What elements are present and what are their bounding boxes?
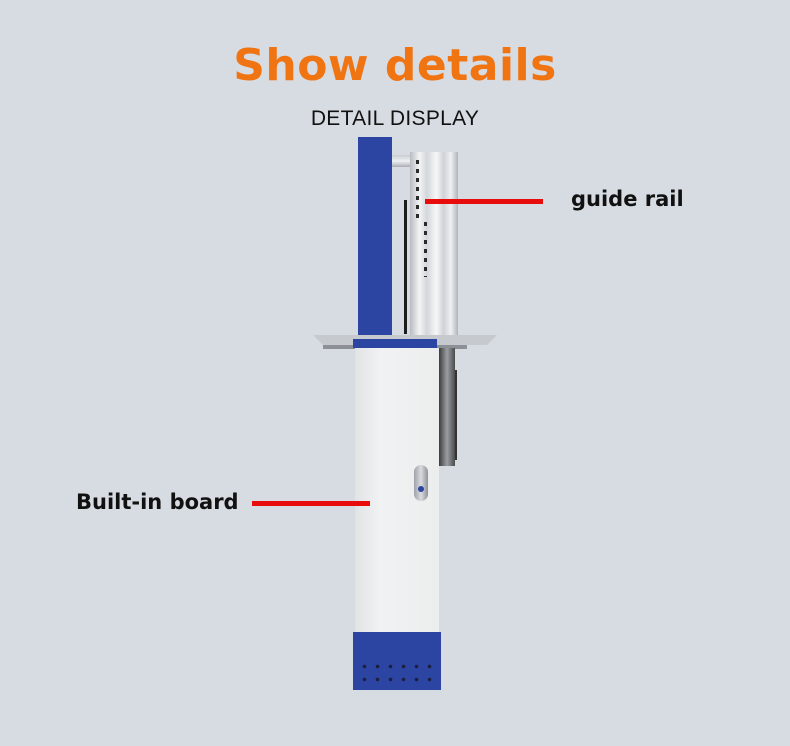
connector-bar — [392, 155, 414, 167]
door-handle — [414, 465, 428, 501]
blue-band — [353, 339, 437, 348]
rail-slot-holes-2 — [424, 222, 427, 277]
guide-rail-pointer — [425, 199, 543, 204]
built-in-board-label: Built-in board — [76, 490, 239, 514]
lock-dot — [418, 486, 424, 492]
base-bolts — [358, 660, 436, 686]
rail-cable — [404, 200, 407, 334]
lift-actuator — [439, 348, 455, 466]
actuator-cable — [455, 370, 457, 460]
page-title: Show details — [233, 40, 557, 91]
built-in-board-pointer — [252, 501, 370, 506]
blue-upper-panel — [358, 137, 392, 335]
guide-rail-label: guide rail — [571, 187, 684, 211]
page-subtitle: DETAIL DISPLAY — [310, 107, 480, 130]
rail-slot-holes — [416, 160, 419, 220]
